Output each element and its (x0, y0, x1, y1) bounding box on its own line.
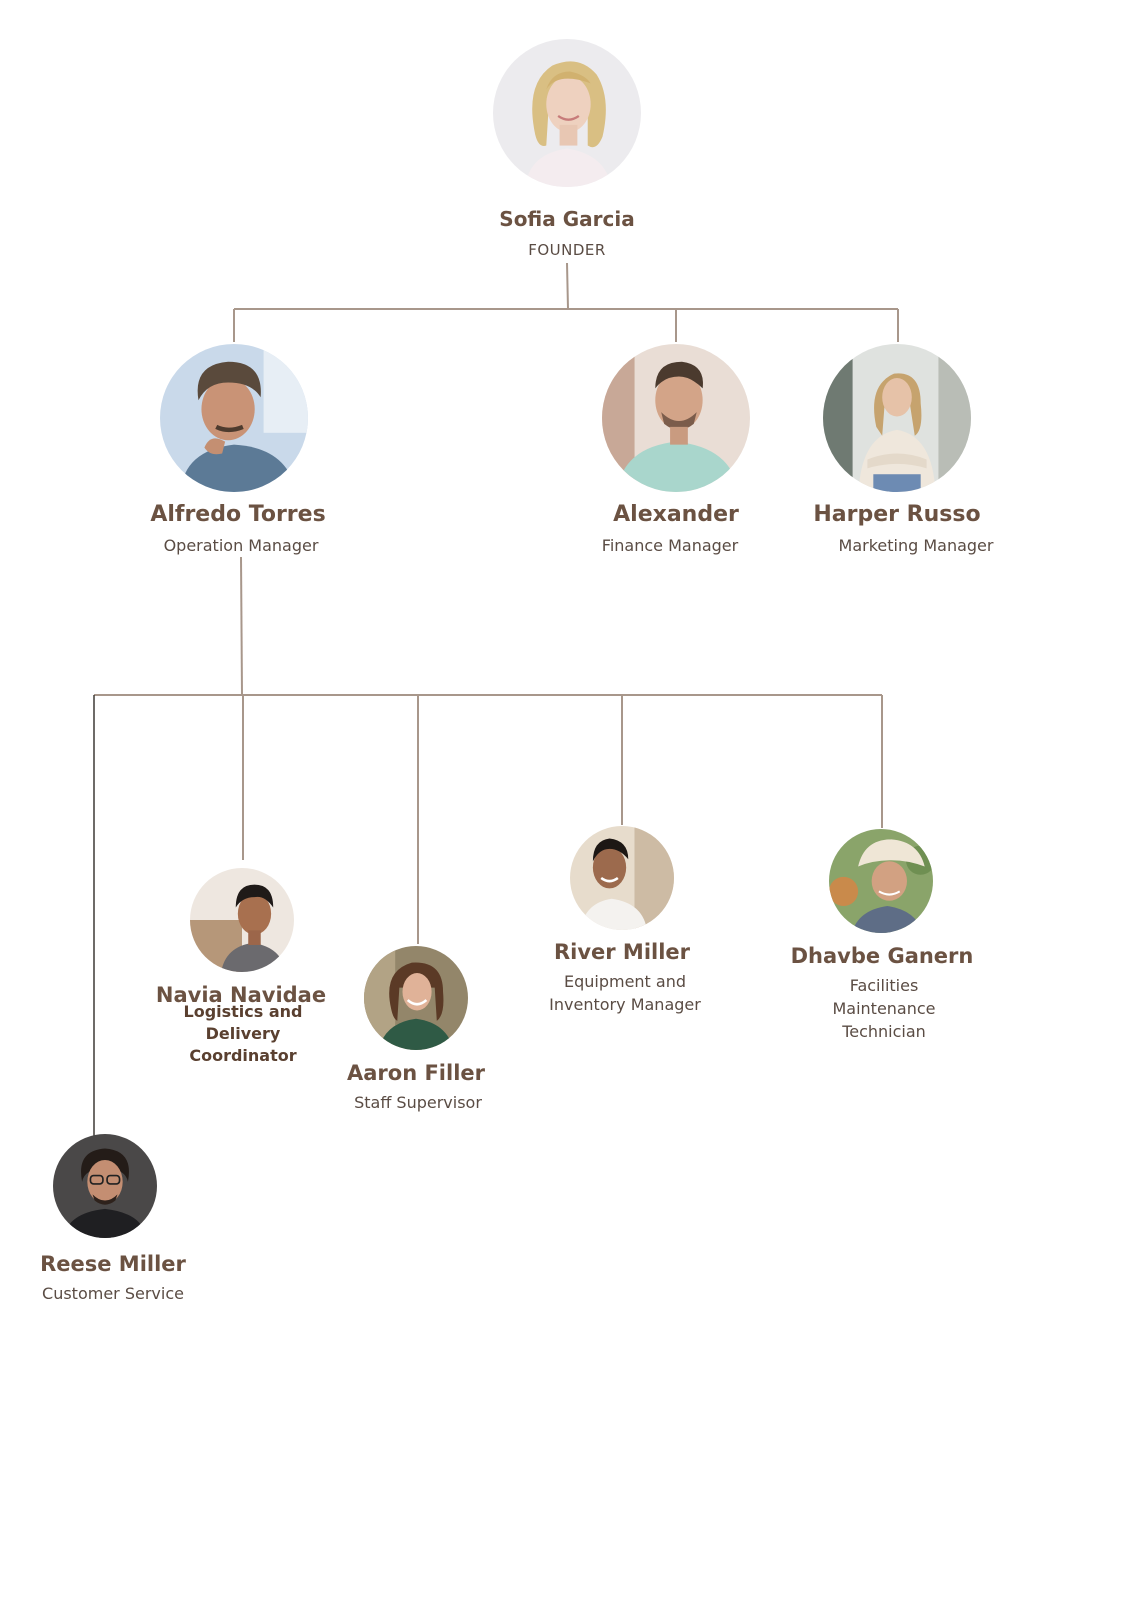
alexander-photo (602, 344, 750, 492)
portrait-man-chef-icon (570, 826, 674, 930)
portrait-curly-woman-icon (364, 946, 468, 1050)
reese-name: Reese Miller (40, 1252, 186, 1276)
dhavbe-photo (829, 829, 933, 933)
founder-name: Sofia Garcia (499, 207, 635, 231)
aaron-photo (364, 946, 468, 1050)
dhavbe-role: Facilities Maintenance Technician (832, 974, 935, 1043)
portrait-woman-cardigan-icon (823, 344, 971, 492)
portrait-man-glasses-icon (53, 1134, 157, 1238)
river-photo (570, 826, 674, 930)
river-name: River Miller (553, 940, 691, 964)
dhavbe-name: Dhavbe Ganern (790, 944, 974, 968)
aaron-role: Staff Supervisor (354, 1093, 482, 1112)
river-role-line-1: Equipment and (563, 972, 687, 991)
portrait-man-bucket-hat-icon (829, 829, 933, 933)
connector-founder-down (566, 262, 569, 310)
harper-photo (823, 344, 971, 492)
dhavbe-role-line-2: Maintenance (832, 999, 936, 1018)
harper-name: Harper Russo (813, 502, 981, 527)
founder-role: FOUNDER (528, 241, 606, 259)
aaron-name: Aaron Filler (346, 1061, 486, 1085)
navia-photo (190, 868, 294, 972)
reese-photo (53, 1134, 157, 1238)
dhavbe-role-line-1: Facilities (849, 976, 919, 995)
navia-role-line-2: Delivery (205, 1024, 281, 1043)
portrait-man-mint-shirt-icon (602, 344, 750, 492)
alfredo-role: Operation Manager (163, 536, 319, 555)
portrait-man-dark-hair-icon (190, 868, 294, 972)
navia-role-line-3: Coordinator (189, 1046, 297, 1065)
navia-role-line-1: Logistics and (183, 1002, 303, 1021)
harper-role: Marketing Manager (838, 536, 994, 555)
alfredo-name: Alfredo Torres (150, 502, 326, 527)
alfredo-photo (160, 344, 308, 492)
navia-name: Navia Navidae (155, 983, 327, 1007)
river-role-line-2: Inventory Manager (549, 995, 701, 1014)
founder-photo (493, 39, 641, 187)
alexander-name: Alexander (613, 502, 739, 527)
alexander-role: Finance Manager (601, 536, 739, 555)
connector-alfredo-down (240, 556, 243, 696)
portrait-blonde-woman-icon (493, 39, 641, 187)
river-role: Equipment and Inventory Manager (549, 970, 701, 1016)
portrait-curly-man-icon (160, 344, 308, 492)
dhavbe-role-line-3: Technician (842, 1022, 926, 1041)
navia-role: Logistics and Delivery Coordinator (184, 1001, 303, 1067)
reese-role: Customer Service (42, 1284, 184, 1303)
